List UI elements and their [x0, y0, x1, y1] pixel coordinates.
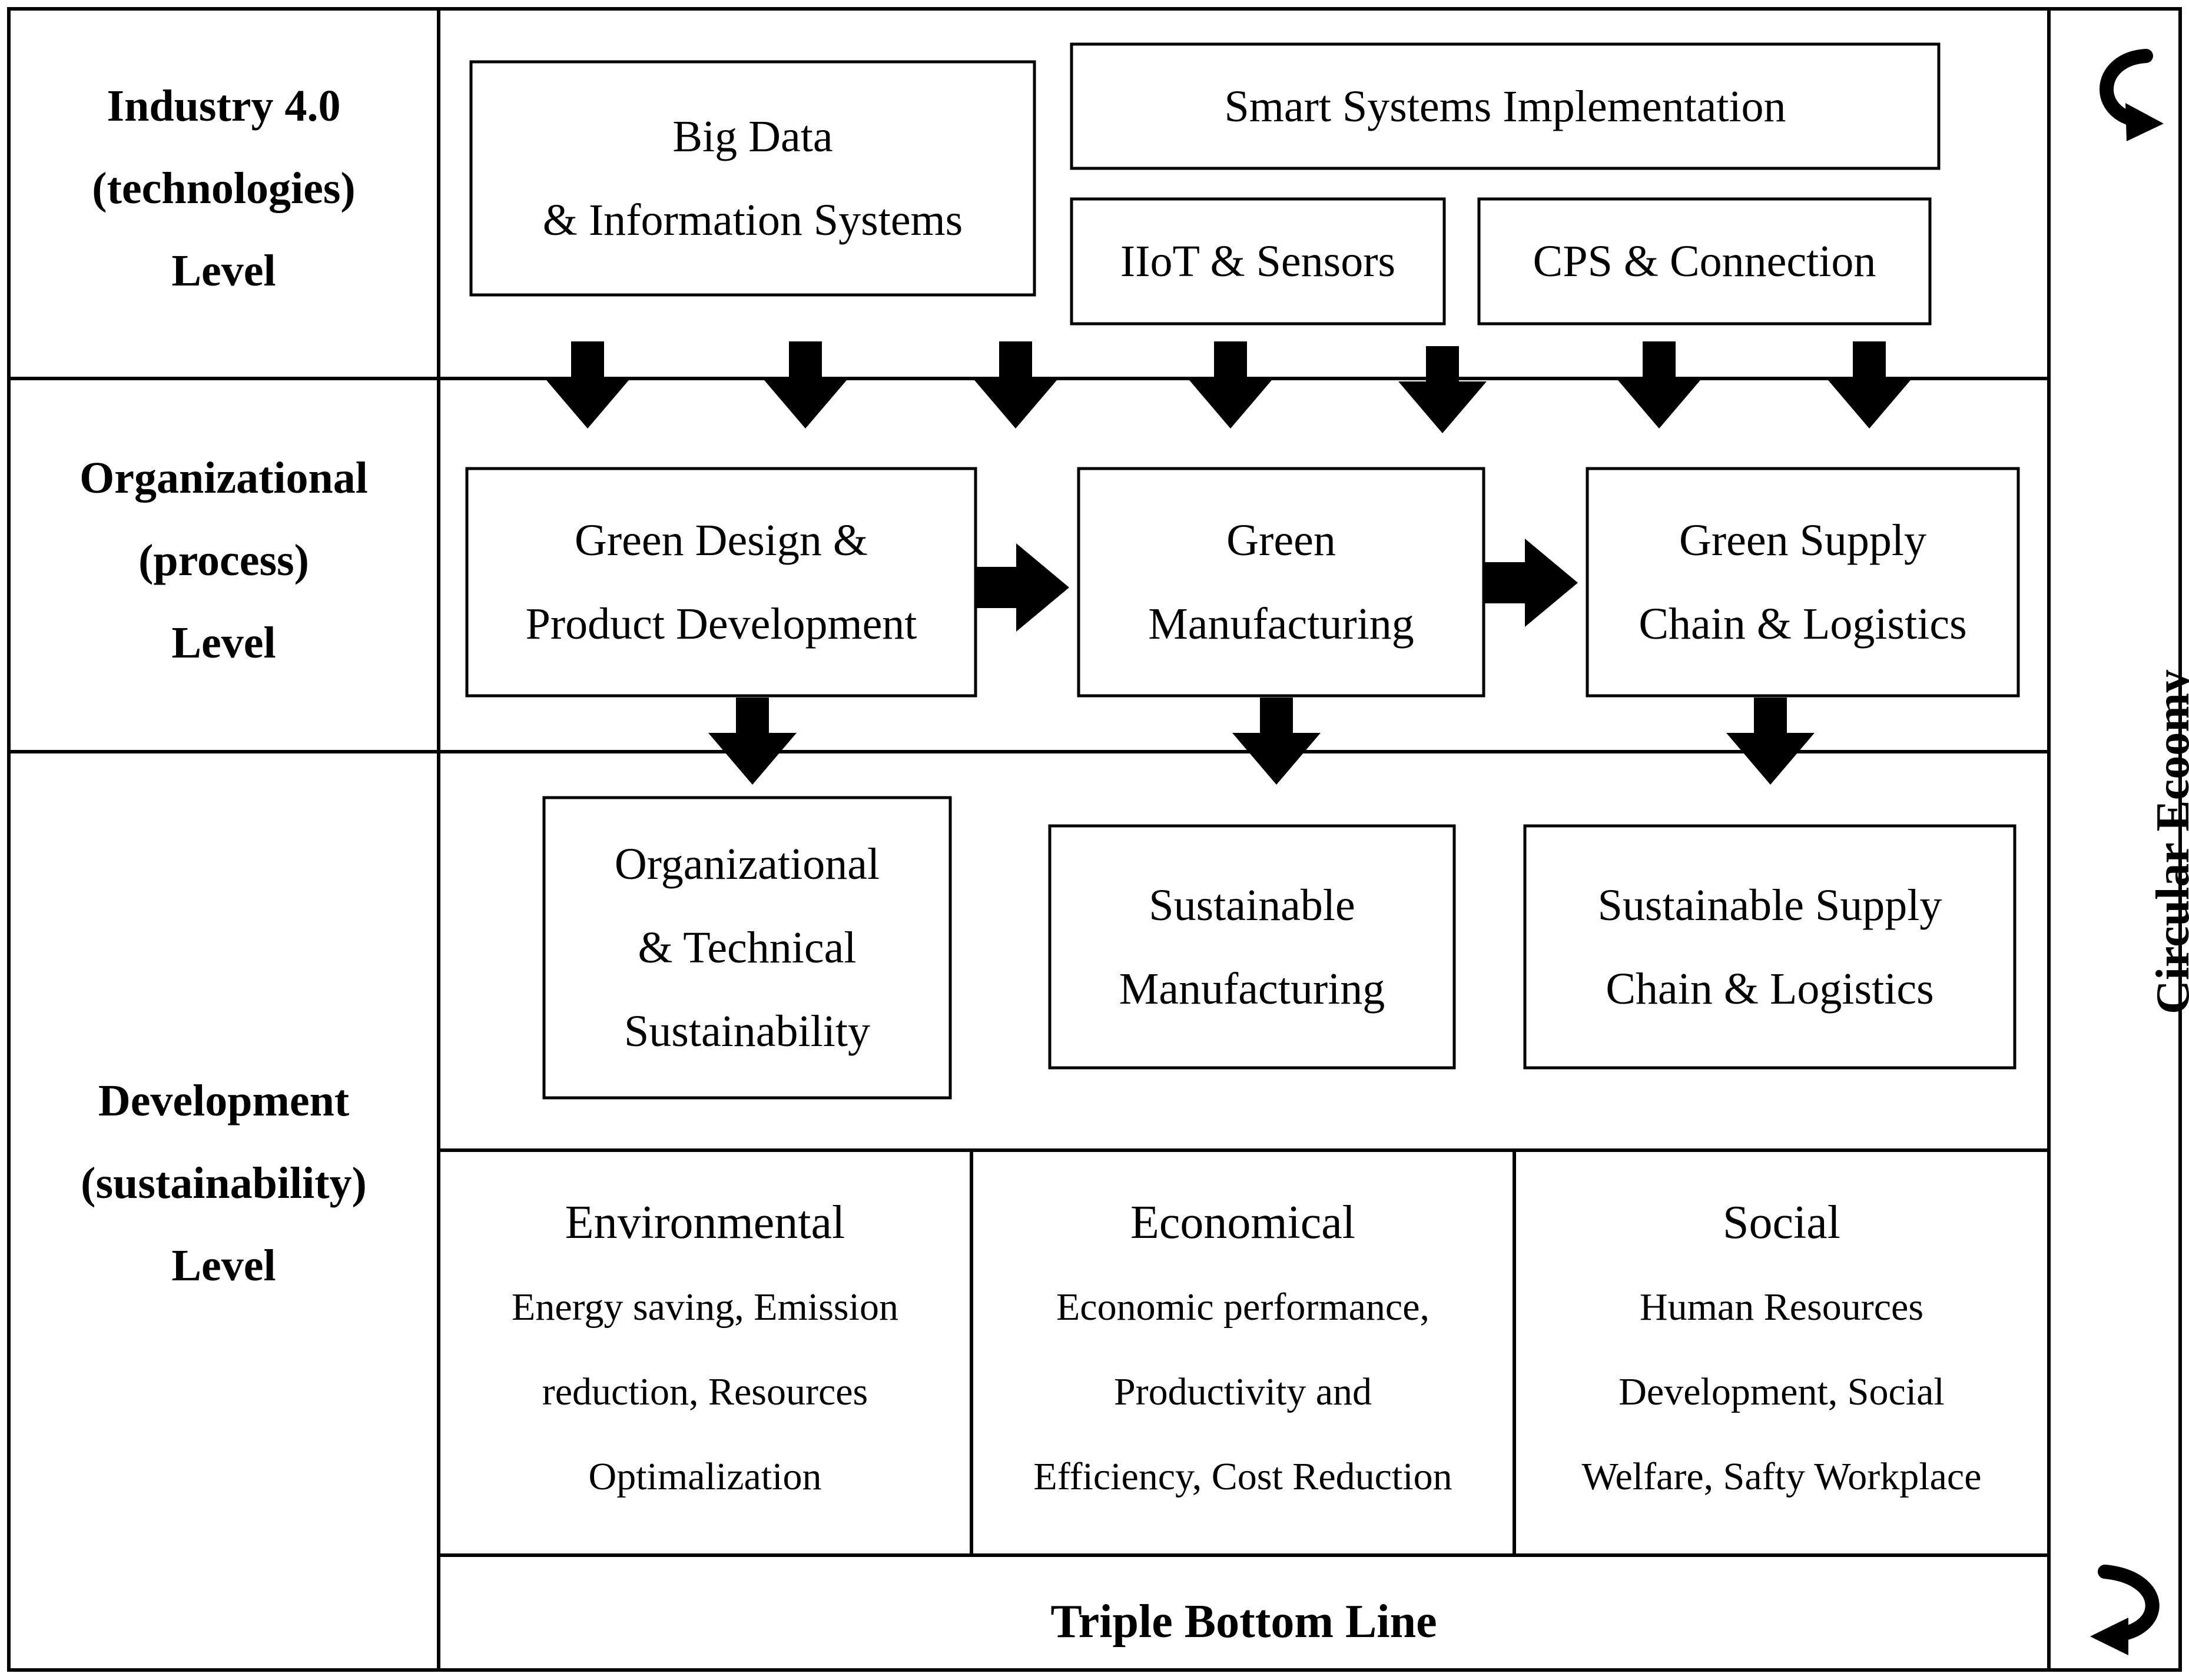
sustainable-manufacturing-box: Sustainable Manufacturing [1050, 826, 1454, 1068]
industry-level-line3: Level [171, 246, 276, 296]
industry-level-line2: (technologies) [92, 164, 356, 213]
org-tech-line3: Sustainability [624, 1007, 870, 1056]
iiot-box: IIoT & Sensors [1072, 199, 1444, 324]
green-design-box: Green Design & Product Development [467, 469, 976, 696]
organizational-level-line2: (process) [138, 536, 309, 585]
smart-systems-box: Smart Systems Implementation [1072, 44, 1939, 168]
sust-manufacturing-line2: Manufacturing [1119, 964, 1385, 1014]
triple-bottom-line-label: Triple Bottom Line [1050, 1596, 1437, 1648]
sust-supply-line2: Chain & Logistics [1606, 964, 1934, 1014]
cps-box: CPS & Connection [1479, 199, 1930, 324]
development-level-line3: Level [171, 1241, 276, 1290]
sustainable-supply-box: Sustainable Supply Chain & Logistics [1525, 826, 2015, 1068]
social-desc-line1: Human Resources [1639, 1286, 1924, 1329]
environmental-desc-line1: Energy saving, Emission [512, 1286, 898, 1329]
social-desc-line2: Development, Social [1618, 1370, 1945, 1413]
economical-desc-line3: Efficiency, Cost Reduction [1033, 1455, 1452, 1498]
green-design-line2: Product Development [525, 599, 917, 649]
sust-manufacturing-line1: Sustainable [1149, 880, 1355, 930]
arrows-process-to-outcome [708, 698, 1815, 785]
economical-desc-line2: Productivity and [1113, 1370, 1372, 1413]
arrows-tech-to-process [543, 341, 1913, 433]
environmental-desc-line3: Optimalization [588, 1455, 822, 1498]
cps-text: CPS & Connection [1533, 237, 1876, 286]
development-level-line1: Development [98, 1076, 350, 1125]
big-data-box: Big Data & Information Systems [471, 62, 1034, 295]
big-data-line1: Big Data [672, 112, 833, 161]
organizational-level-line1: Organizational [79, 453, 368, 503]
organizational-level-line3: Level [171, 618, 276, 668]
environmental-pillar: Environmental Energy saving, Emission re… [440, 1180, 970, 1519]
circular-economy-label: Circular Ecoomy [2147, 669, 2189, 1014]
grid-lines [7, 7, 2182, 1672]
economical-title: Economical [1130, 1197, 1356, 1249]
environmental-title: Environmental [565, 1197, 845, 1249]
curved-arrow-icon-top [2100, 49, 2164, 141]
environmental-desc-line2: reduction, Resources [542, 1370, 868, 1413]
curved-arrow-icon-bottom [2090, 1565, 2160, 1655]
green-manufacturing-line1: Green [1226, 516, 1336, 565]
social-desc-line3: Welfare, Safty Workplace [1581, 1455, 1982, 1498]
smart-systems-text: Smart Systems Implementation [1224, 81, 1786, 131]
social-pillar: Social Human Resources Development, Soci… [1516, 1180, 2047, 1519]
big-data-line2: & Information Systems [542, 195, 963, 245]
social-title: Social [1723, 1197, 1840, 1249]
org-tech-line2: & Technical [638, 923, 857, 972]
sust-supply-line1: Sustainable Supply [1597, 880, 1942, 930]
green-design-line1: Green Design & [574, 516, 868, 565]
organizational-level-label: Organizational (process) Level [9, 437, 439, 684]
iiot-text: IIoT & Sensors [1120, 237, 1396, 286]
green-supply-box: Green Supply Chain & Logistics [1587, 469, 2018, 696]
economical-desc-line1: Economic performance, [1056, 1286, 1430, 1329]
industry-level-line1: Industry 4.0 [107, 81, 341, 131]
development-level-line2: (sustainability) [81, 1158, 367, 1208]
green-supply-line2: Chain & Logistics [1639, 599, 1967, 649]
green-supply-line1: Green Supply [1679, 516, 1927, 565]
org-tech-line1: Organizational [614, 839, 880, 889]
development-level-label: Development (sustainability) Level [9, 1060, 439, 1307]
green-manufacturing-box: Green Manufacturing [1079, 469, 1484, 696]
org-tech-sustainability-box: Organizational & Technical Sustainabilit… [544, 798, 950, 1098]
economical-pillar: Economical Economic performance, Product… [973, 1180, 1513, 1519]
green-manufacturing-line2: Manufacturing [1148, 599, 1414, 649]
industry-level-label: Industry 4.0 (technologies) Level [9, 65, 439, 312]
